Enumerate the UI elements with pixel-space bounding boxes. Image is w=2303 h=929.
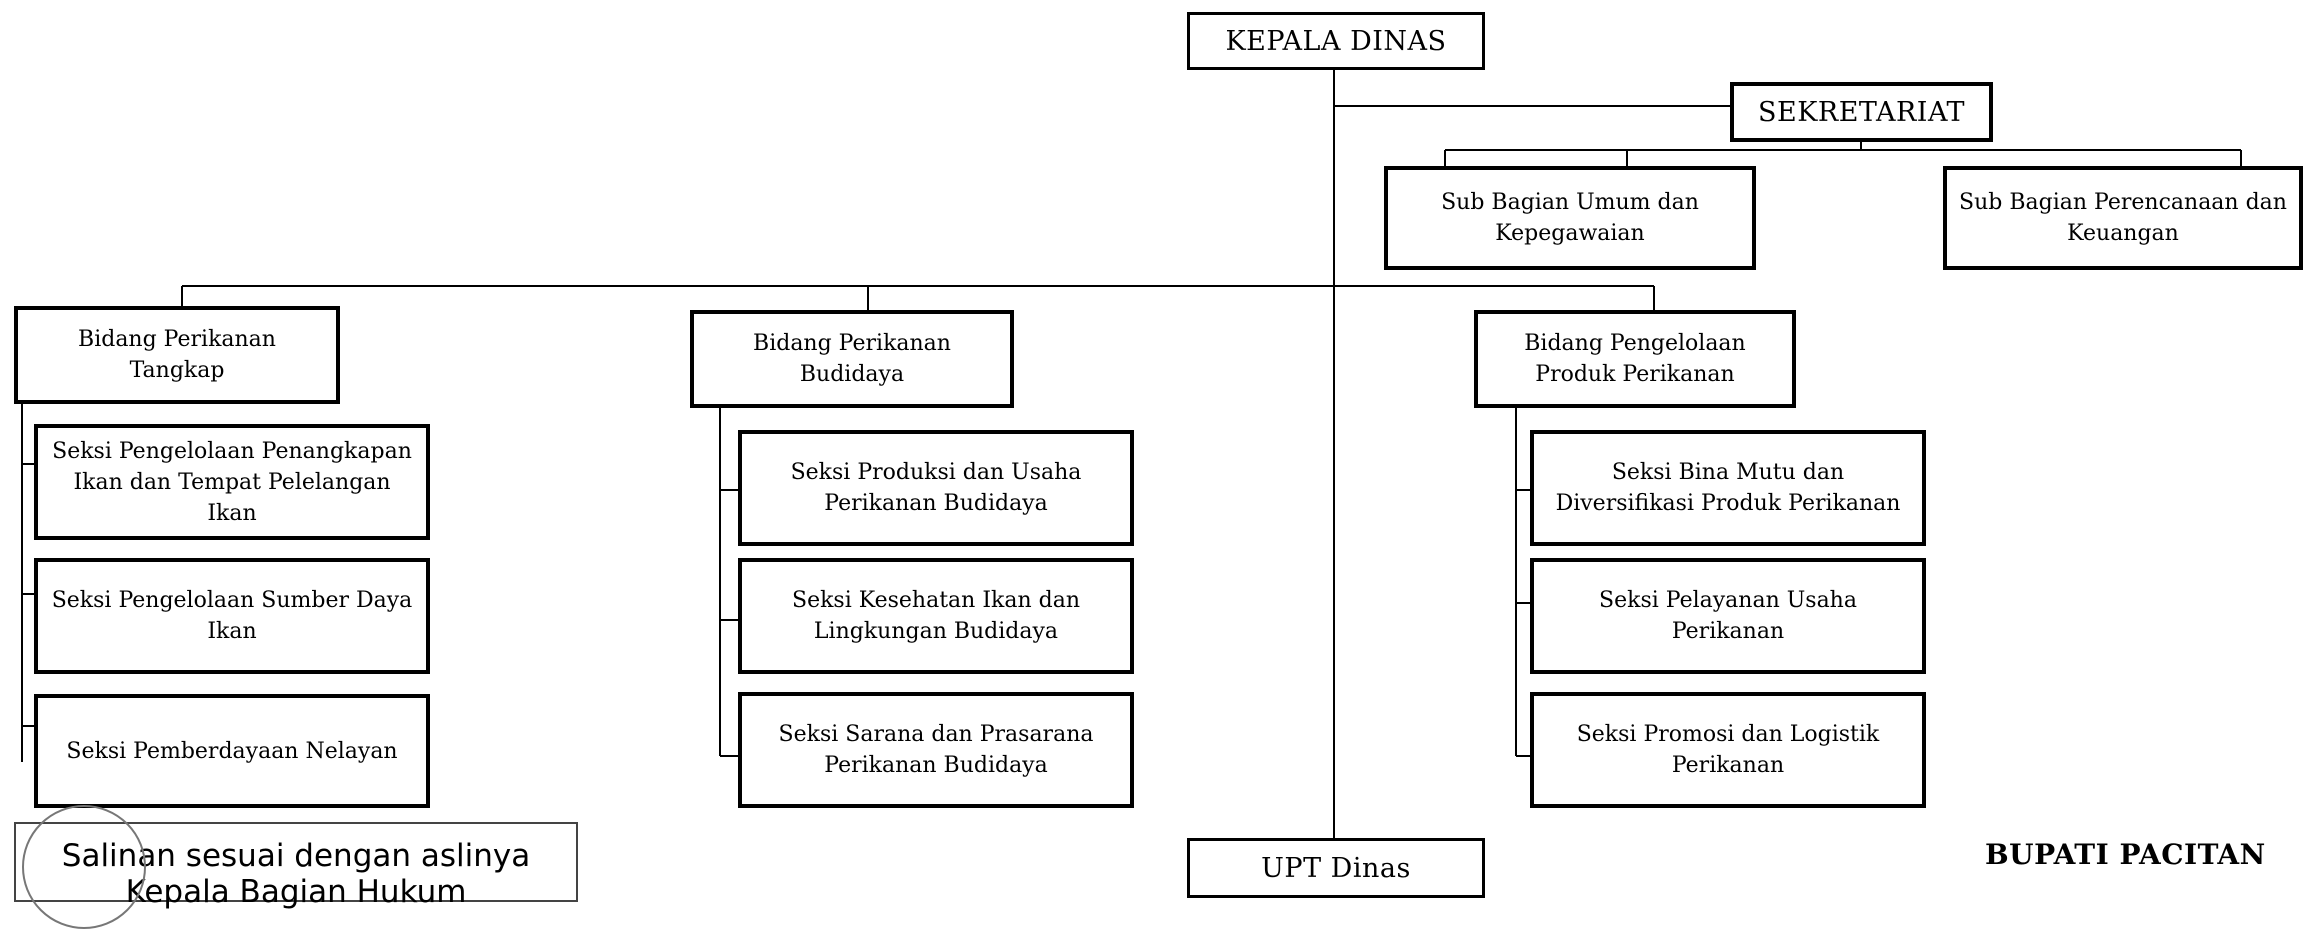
- seksi-tangkap-2-box: Seksi Pengelolaan Sumber Daya Ikan: [34, 558, 430, 674]
- sub-bagian-umum-box: Sub Bagian Umum dan Kepegawaian: [1384, 166, 1756, 270]
- sub-bagian-perencanaan-box: Sub Bagian Perencanaan dan Keuangan: [1943, 166, 2303, 270]
- connector-lines: [21, 68, 2242, 840]
- sekretariat-box: SEKRETARIAT: [1730, 82, 1993, 142]
- seksi-produk-1-box: Seksi Bina Mutu dan Diversifikasi Produk…: [1530, 430, 1926, 546]
- seksi-tangkap-1-box: Seksi Pengelolaan Penangkapan Ikan dan T…: [34, 424, 430, 540]
- seksi-tangkap-3-box: Seksi Pemberdayaan Nelayan: [34, 694, 430, 808]
- seksi-budidaya-1-box: Seksi Produksi dan Usaha Perikanan Budid…: [738, 430, 1134, 546]
- bidang-pengelolaan-produk-box: Bidang Pengelolaan Produk Perikanan: [1474, 310, 1796, 408]
- seksi-produk-2-box: Seksi Pelayanan Usaha Perikanan: [1530, 558, 1926, 674]
- signature-title: BUPATI PACITAN: [1985, 838, 2266, 871]
- seksi-produk-3-box: Seksi Promosi dan Logistik Perikanan: [1530, 692, 1926, 808]
- upt-dinas-box: UPT Dinas: [1187, 838, 1485, 898]
- seksi-budidaya-2-box: Seksi Kesehatan Ikan dan Lingkungan Budi…: [738, 558, 1134, 674]
- bidang-perikanan-budidaya-box: Bidang Perikanan Budidaya: [690, 310, 1014, 408]
- bidang-perikanan-tangkap-box: Bidang Perikanan Tangkap: [14, 306, 340, 404]
- official-seal-stamp: [22, 805, 146, 929]
- seksi-budidaya-3-box: Seksi Sarana dan Prasarana Perikanan Bud…: [738, 692, 1134, 808]
- kepala-dinas-box: KEPALA DINAS: [1187, 12, 1485, 70]
